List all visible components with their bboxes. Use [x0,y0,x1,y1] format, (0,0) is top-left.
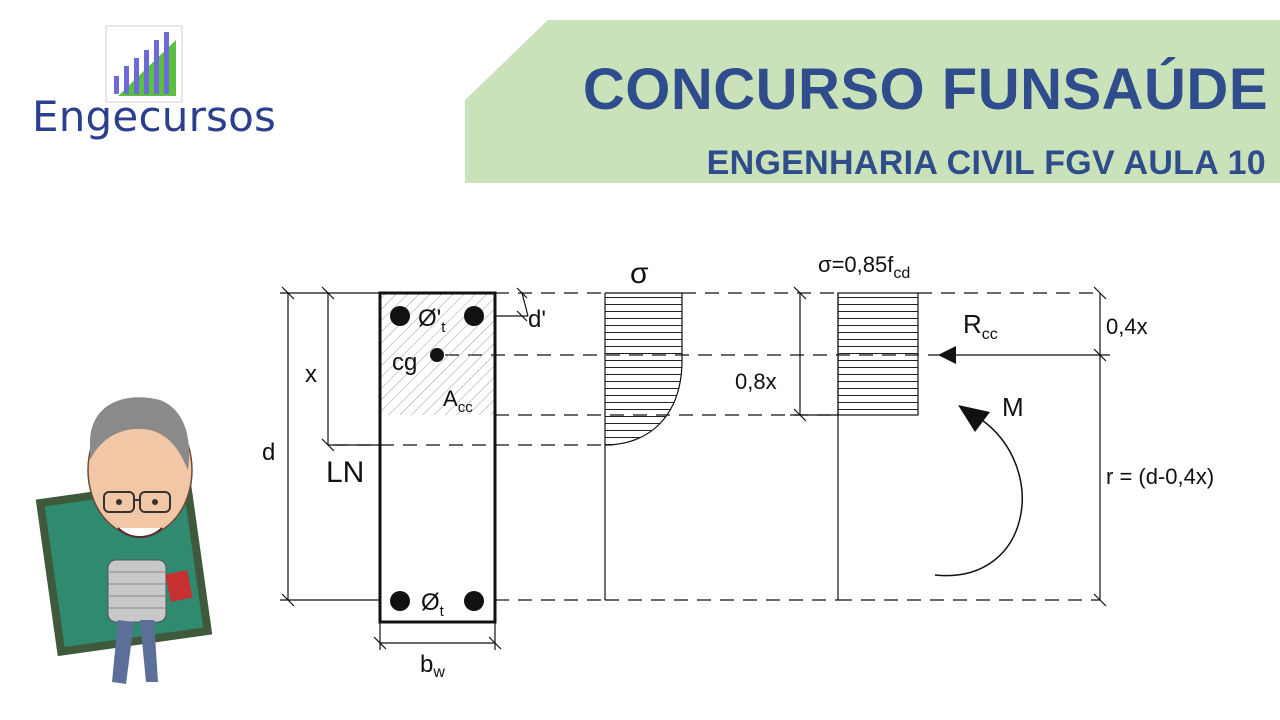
rcc-arrow-icon [938,346,956,364]
header: Engecursos CONCURSO FUNSAÚDE ENGENHARIA … [0,0,1280,190]
beam-outline [378,291,497,624]
label-08x: 0,8x [735,369,777,394]
label-x: x [305,361,317,388]
label-dprime: d' [528,306,546,333]
label-bottom-rebar: Øt [421,589,445,620]
page-subtitle: ENGENHARIA CIVIL FGV AULA 10 [706,144,1266,182]
bar-chart-growth-icon [105,25,183,103]
banner-background [465,20,1280,183]
bottom-rebar-right [464,591,484,611]
teacher-caricature-icon [35,397,213,684]
label-sigma: σ [630,257,649,290]
label-acc: Acc [443,386,473,416]
label-top-rebar: Ø't [418,305,446,336]
header-banner [105,20,1280,183]
label-bw: bw [420,651,445,681]
top-rebar-right [464,306,484,326]
label-ln: LN [326,456,364,489]
label-moment: M [1002,392,1024,422]
cg-point [430,348,444,362]
page-title: CONCURSO FUNSAÚDE [582,57,1268,122]
label-d: d [262,439,275,466]
parabolic-stress-diagram [604,292,683,446]
beam-section [378,291,497,624]
top-rebar-left [390,306,410,326]
bottom-rebar-left [390,591,410,611]
label-04x: 0,4x [1106,314,1148,339]
rectangular-stress-block [837,292,919,416]
label-lever-arm: r = (d-0,4x) [1106,464,1214,489]
label-cg: cg [392,349,417,376]
moment-arrow-icon [934,405,1023,577]
brand-logo-text: Engecursos [32,92,277,141]
label-sigma-rect: σ=0,85fcd [818,252,910,282]
label-rcc: Rcc [963,309,998,343]
